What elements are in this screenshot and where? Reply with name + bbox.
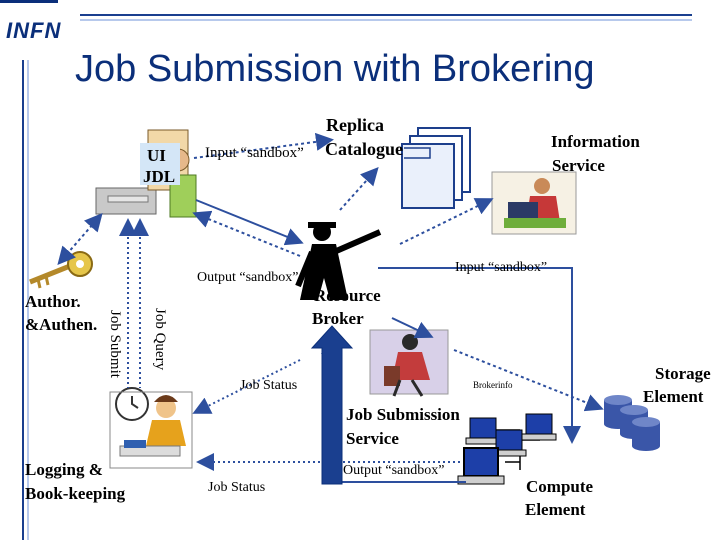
catalogue-label: Catalogue (325, 139, 403, 159)
user-workstation-icon (95, 129, 197, 218)
ui-label-box (140, 143, 180, 185)
input-sandbox-right-label: Input “sandbox” (455, 260, 548, 275)
job-submission-service-icon (369, 329, 449, 397)
compute-element-icon (457, 413, 557, 485)
resource-broker-figure-icon (295, 222, 382, 300)
output-sandbox-bottom-label: Output “sandbox” (343, 463, 445, 478)
job-submission-service-label: Service (346, 429, 399, 448)
compute-label: Compute (526, 477, 594, 496)
information-service-icon (491, 171, 577, 235)
storage-label: Storage (655, 364, 711, 383)
resource-label: Resource (314, 286, 381, 305)
left-rule-light (27, 60, 29, 540)
key-icon (29, 251, 93, 289)
information-service-label: Service (552, 156, 605, 175)
job-submission-label: Job Submission (346, 405, 460, 424)
compute-element-label: Element (525, 500, 586, 519)
output-sandbox-arrow (310, 325, 354, 485)
author-label: Author. (25, 292, 81, 311)
authen-label: &Authen. (25, 315, 98, 334)
top-rule (80, 14, 692, 16)
storage-element-label: Element (643, 387, 704, 406)
job-status-1-label: Job Status (240, 378, 298, 393)
left-rule (22, 60, 24, 540)
output-sandbox-top-label: Output “sandbox” (197, 270, 299, 285)
replica-label: Replica (326, 115, 384, 135)
job-submit-label: Job Submit (107, 310, 123, 378)
ui-label: UI (147, 146, 166, 165)
broker-label: Broker (312, 309, 364, 328)
job-status-2-label: Job Status (208, 480, 266, 495)
job-query-label: Job Query (152, 308, 168, 371)
logging-bookkeeping-icon (109, 387, 193, 469)
information-label: Information (551, 132, 640, 151)
logging-label: Logging & (25, 460, 103, 479)
storage-element-icon (604, 395, 660, 451)
bookkeeping-label: Book-keeping (25, 484, 126, 503)
logo-bar (0, 0, 58, 3)
brokerinfo-label: Brokerinfo (473, 380, 513, 390)
replica-catalogue-docs-icon (401, 127, 471, 209)
slide-title: Job Submission with Brokering (75, 48, 595, 90)
input-sandbox-top-label: Input “sandbox” (205, 145, 304, 161)
infn-logo: INFN (6, 18, 62, 43)
jdl-label: JDL (143, 167, 176, 186)
top-rule-light (80, 19, 692, 21)
